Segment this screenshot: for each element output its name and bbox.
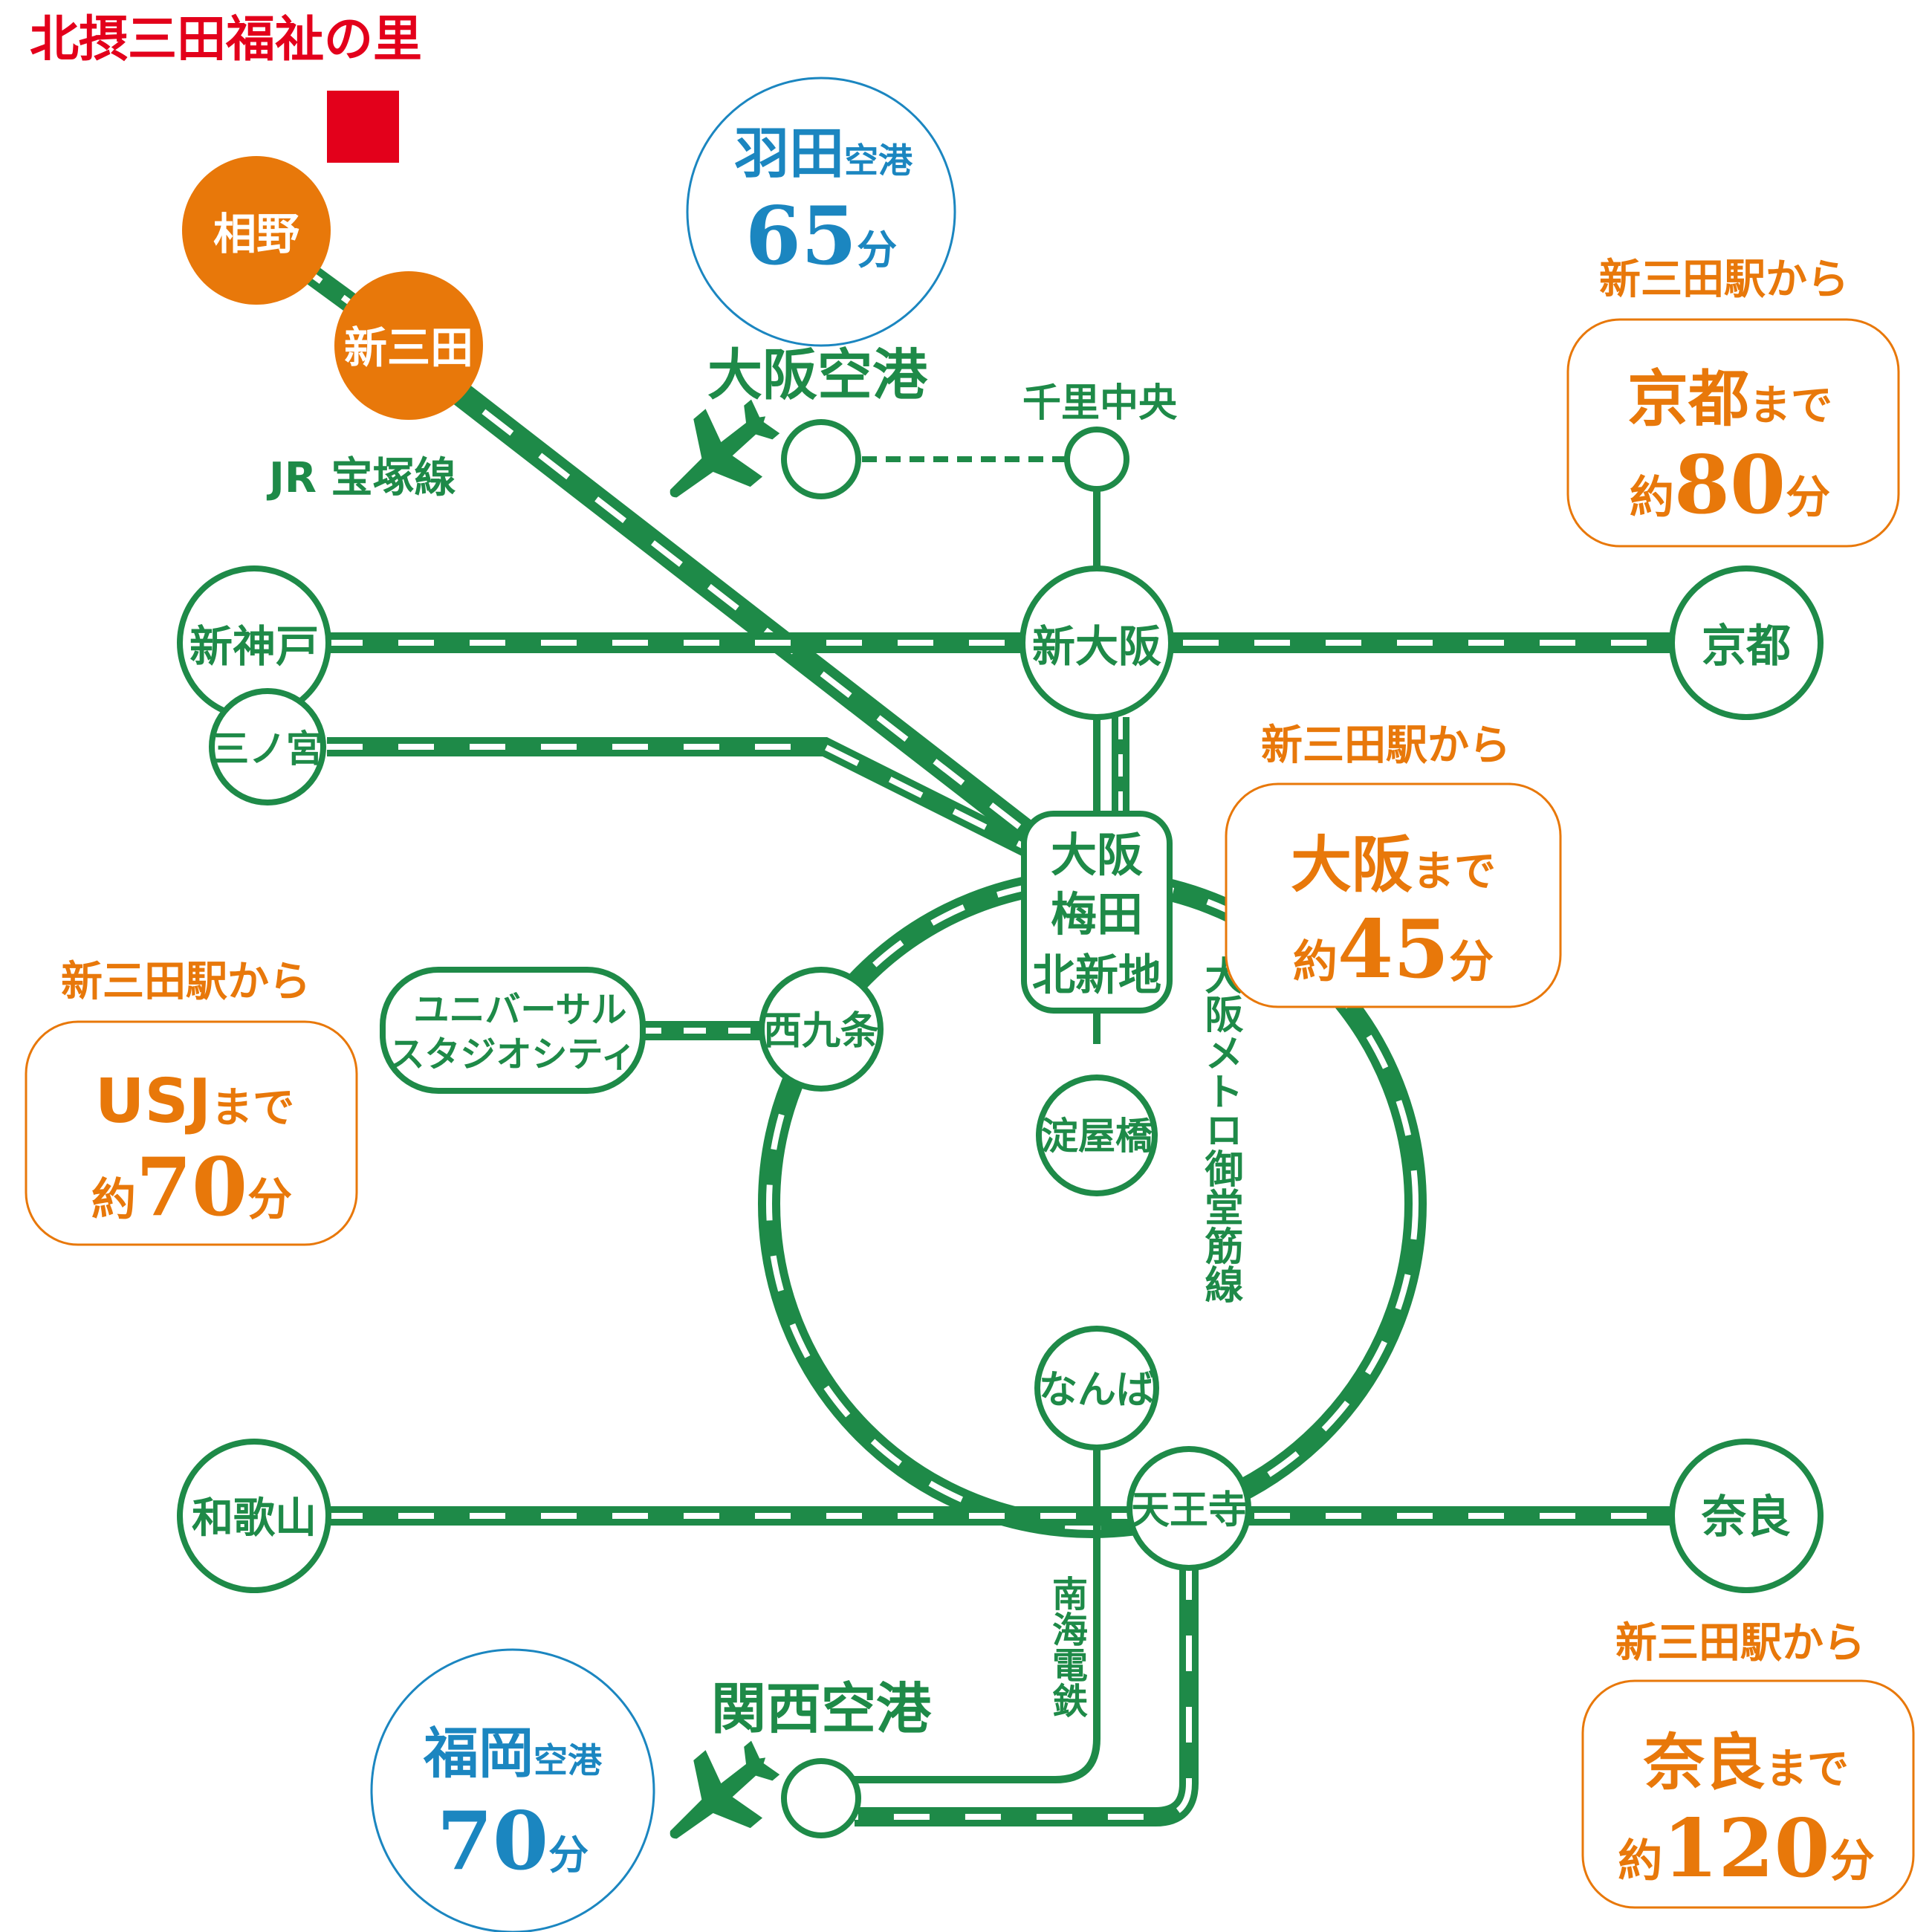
callout-nara: 新三田駅から 奈良まで 約120分 xyxy=(1581,1619,1915,1909)
station-kyoto: 京都 xyxy=(1669,565,1824,720)
callout-nara-from: 新三田駅から xyxy=(1615,1619,1865,1667)
callout-nara-yaku: 約 xyxy=(1618,1835,1662,1887)
airport-label-osaka: 大阪空港 xyxy=(707,343,928,407)
haneda-time: 65 xyxy=(745,189,857,283)
callout-nara-time: 120 xyxy=(1662,1802,1829,1896)
callout-osaka-dest: 大阪 xyxy=(1291,830,1413,901)
station-usj: ユニバーサル スタジオシティ xyxy=(380,967,646,1094)
station-label-shin-kobe: 新神戸 xyxy=(189,621,319,672)
station-label-osaka: 大阪 xyxy=(1051,828,1143,882)
station-label-aino: 相野 xyxy=(213,209,299,259)
station-label-shin-osaka: 新大阪 xyxy=(1032,621,1161,672)
svg-text:65分: 65分 xyxy=(745,189,897,283)
svg-text:70分: 70分 xyxy=(437,1795,589,1888)
station-shin-kobe: 新神戸 xyxy=(177,565,331,720)
callout-usj-yaku: 約 xyxy=(91,1174,136,1226)
station-tennoji: 天王寺 xyxy=(1127,1446,1251,1571)
callout-kyoto-from: 新三田駅から xyxy=(1599,256,1849,304)
callout-kyoto-made: まで xyxy=(1749,382,1832,430)
callout-usj: 新三田駅から USJまで 約70分 xyxy=(25,958,358,1246)
airport-label-kansai: 関西空港 xyxy=(711,1677,932,1741)
svg-text:約80分: 約80分 xyxy=(1630,438,1830,532)
line-sannomiya-osaka xyxy=(327,737,1060,871)
callout-kyoto-dest: 京都 xyxy=(1627,364,1749,435)
station-nara: 奈良 xyxy=(1669,1439,1824,1593)
fukuoka-suffix: 空港 xyxy=(534,1740,603,1780)
svg-text:奈良まで: 奈良まで xyxy=(1643,1728,1849,1798)
station-shinsanda: 新三田 xyxy=(334,271,483,420)
fukuoka-bubble: 福岡空港 70分 xyxy=(370,1648,655,1932)
svg-text:大阪まで: 大阪まで xyxy=(1291,830,1496,901)
station-label-kitashinchi: 北新地 xyxy=(1032,950,1161,1000)
station-aino: 相野 xyxy=(182,156,331,305)
callout-kyoto-yaku: 約 xyxy=(1630,472,1674,524)
callout-nara-dest: 奈良 xyxy=(1643,1728,1766,1798)
callout-osaka-unit: 分 xyxy=(1449,936,1494,988)
haneda-unit: 分 xyxy=(857,227,897,273)
line-nankai xyxy=(855,1449,1100,1783)
plane-icon xyxy=(642,1723,794,1871)
callout-kyoto: 新三田駅から 京都まで 約80分 xyxy=(1566,256,1900,548)
svg-text:約45分: 約45分 xyxy=(1293,903,1494,996)
haneda-bubble: 羽田空港 65分 xyxy=(686,77,956,347)
line-label-nankai: 南海電鉄 xyxy=(1046,1575,1088,1718)
fukuoka-time: 70 xyxy=(437,1795,548,1888)
fukuoka-name: 福岡 xyxy=(423,1722,534,1786)
station-label-nishikujo: 西九条 xyxy=(763,1009,879,1054)
line-jr-takarazuka xyxy=(419,357,1063,865)
svg-text:羽田空港: 羽田空港 xyxy=(734,122,913,186)
svg-text:USJまで: USJまで xyxy=(95,1066,294,1137)
callout-nara-made: まで xyxy=(1766,1745,1849,1794)
callout-osaka-made: まで xyxy=(1413,848,1496,896)
fukuoka-unit: 分 xyxy=(548,1832,589,1878)
haneda-name: 羽田 xyxy=(734,122,844,186)
station-label-usj-2: スタジオシティ xyxy=(389,1034,636,1075)
callout-usj-unit: 分 xyxy=(247,1174,292,1226)
callout-kyoto-unit: 分 xyxy=(1786,472,1830,524)
station-kansai-airport xyxy=(781,1758,861,1838)
station-sannomiya: 三ノ宮 xyxy=(209,688,326,805)
station-label-namba: なんば xyxy=(1039,1368,1155,1413)
svg-text:約120分: 約120分 xyxy=(1618,1802,1874,1896)
station-label-yodoyabashi: 淀屋橋 xyxy=(1041,1115,1153,1158)
station-label-wakayama: 和歌山 xyxy=(192,1494,317,1543)
line-jr-kansai-airport xyxy=(855,1564,1199,1826)
station-label-sannomiya: 三ノ宮 xyxy=(212,727,323,771)
station-wakayama: 和歌山 xyxy=(177,1439,331,1593)
station-label-shinsanda: 新三田 xyxy=(344,322,473,373)
line-label-jr-takarazuka: JR 宝塚線 xyxy=(266,454,456,502)
station-senri-chuo: 千里中央 xyxy=(1022,381,1178,492)
station-shin-osaka: 新大阪 xyxy=(1020,565,1174,720)
callout-osaka-from: 新三田駅から xyxy=(1261,722,1511,770)
callout-usj-dest: USJ xyxy=(95,1066,211,1137)
station-label-kyoto: 京都 xyxy=(1702,620,1791,672)
callout-usj-made: まで xyxy=(211,1084,294,1132)
station-label-tennoji: 天王寺 xyxy=(1131,1488,1247,1533)
haneda-suffix: 空港 xyxy=(844,140,913,181)
callout-nara-unit: 分 xyxy=(1830,1835,1875,1887)
station-label-nara: 奈良 xyxy=(1701,1491,1791,1543)
station-osaka-umeda: 大阪 梅田 北新地 xyxy=(1021,811,1173,1014)
location-marker xyxy=(327,91,399,163)
station-osaka-airport xyxy=(781,419,861,499)
station-label-senri-chuo: 千里中央 xyxy=(1022,381,1178,426)
callout-usj-from: 新三田駅から xyxy=(61,958,311,1006)
callout-kyoto-time: 80 xyxy=(1674,438,1786,532)
svg-text:約70分: 約70分 xyxy=(91,1141,292,1234)
svg-text:福岡空港: 福岡空港 xyxy=(423,1722,603,1786)
line-label-midosuji: 大阪メトロ御堂筋線 xyxy=(1198,956,1244,1303)
callout-osaka-time: 45 xyxy=(1338,903,1449,996)
station-label-usj-1: ユニバーサル xyxy=(413,989,626,1031)
callout-osaka: 新三田駅から 大阪まで 約45分 xyxy=(1225,722,1562,1008)
station-nishikujo: 西九条 xyxy=(759,967,884,1092)
callout-usj-time: 70 xyxy=(136,1141,247,1234)
svg-text:京都まで: 京都まで xyxy=(1627,364,1832,435)
station-namba: なんば xyxy=(1034,1326,1159,1450)
station-label-umeda: 梅田 xyxy=(1051,887,1143,941)
callout-osaka-yaku: 約 xyxy=(1293,936,1338,988)
map-title: 北摂三田福祉の里 xyxy=(30,10,422,68)
station-yodoyabashi: 淀屋橋 xyxy=(1036,1074,1158,1196)
